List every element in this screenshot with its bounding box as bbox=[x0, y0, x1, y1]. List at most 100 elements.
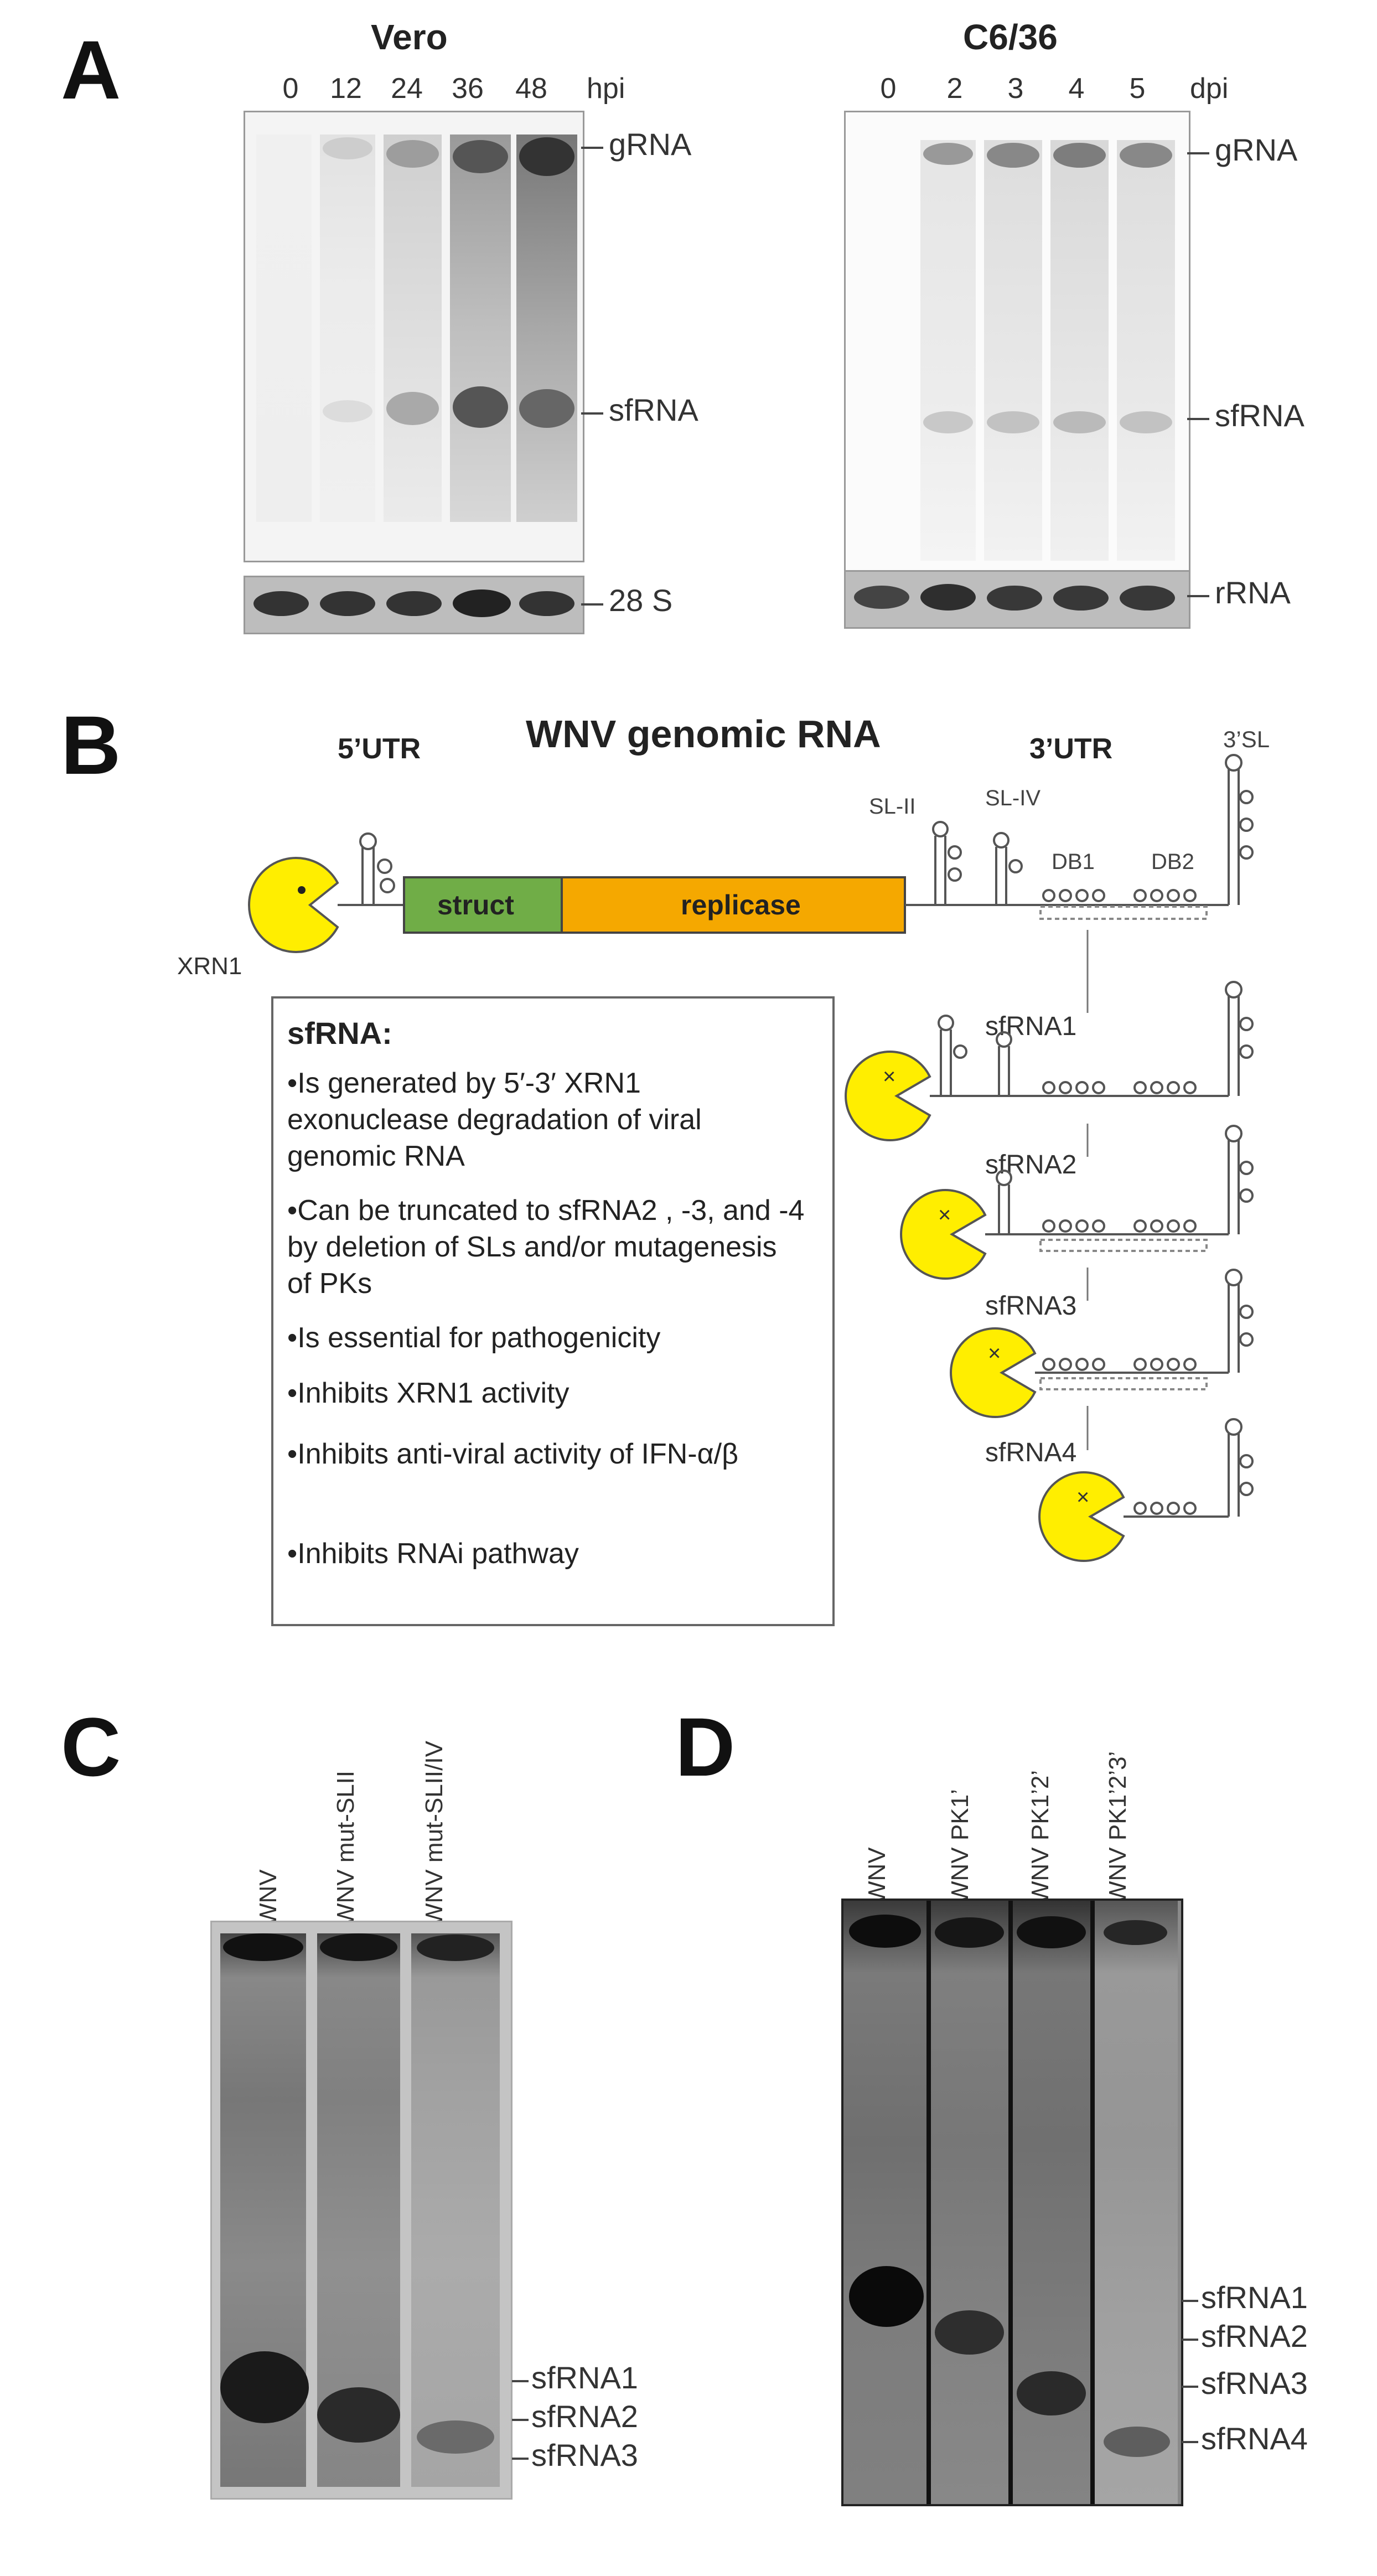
vero-grna-label: gRNA bbox=[609, 127, 692, 162]
c636-lane-smear bbox=[920, 140, 976, 561]
panel-d-lane bbox=[843, 1901, 926, 2504]
panel-d-gel bbox=[841, 1899, 1183, 2506]
lane-divider bbox=[1008, 1901, 1013, 2504]
info-bullet: •Inhibits anti-viral activity of IFN-α/β bbox=[287, 1438, 739, 1470]
sfrna1-structure: × bbox=[845, 981, 1254, 1141]
vero-lane-smear bbox=[450, 135, 511, 522]
info-title: sfRNA: bbox=[287, 1016, 392, 1051]
panel-d-top-band bbox=[849, 1915, 921, 1948]
panel-c-sfrna1-band bbox=[220, 2351, 309, 2423]
svg-text:×: × bbox=[883, 1064, 895, 1089]
c636-sfrna-band bbox=[1053, 411, 1106, 433]
c636-sfrna-band bbox=[987, 411, 1039, 433]
c636-grna-band bbox=[987, 143, 1039, 168]
c636-lane-smear bbox=[984, 140, 1042, 561]
lane-divider bbox=[1090, 1901, 1095, 2504]
panel-d-sfrna1-band bbox=[849, 2266, 924, 2327]
panel-c-sfrna3-label: sfRNA3 bbox=[531, 2438, 638, 2472]
c636-timepoint: 0 bbox=[880, 73, 897, 105]
info-bullet: •Is essential for pathogenicity bbox=[287, 1322, 661, 1354]
panel-c-sfrna2-tick bbox=[512, 2419, 529, 2421]
panel-d-sfrna1-tick bbox=[1182, 2300, 1198, 2302]
xrn1-label: XRN1 bbox=[177, 953, 242, 980]
svg-text:×: × bbox=[938, 1203, 951, 1227]
vero-sfrna-tick bbox=[581, 412, 603, 415]
sl3-label: 3’SL bbox=[1223, 726, 1270, 752]
panel-d-lane-label: WNV PK1’2’ bbox=[1027, 1770, 1054, 1904]
sl4-structure bbox=[993, 832, 1023, 905]
vero-grna-band bbox=[519, 137, 574, 176]
c636-grna-band bbox=[1120, 143, 1172, 168]
panel-d-lane-label: WNV PK1’ bbox=[946, 1789, 974, 1904]
c636-grna-label: gRNA bbox=[1215, 132, 1298, 167]
vero-timepoint: 12 bbox=[330, 73, 362, 105]
panel-c-lane-label: WNV mut-SLII bbox=[332, 1770, 359, 1926]
panel-d-sfrna2-band bbox=[935, 2310, 1004, 2355]
c636-timepoint: 3 bbox=[1007, 73, 1024, 105]
vero-sfrna-band bbox=[386, 392, 439, 425]
utr5-label: 5’UTR bbox=[338, 733, 421, 765]
vero-sfrna-label: sfRNA bbox=[609, 392, 698, 427]
c636-sfrna-band bbox=[1120, 411, 1172, 433]
sfrna3-structure: × bbox=[950, 1269, 1254, 1418]
c636-grna-tick bbox=[1187, 152, 1209, 154]
loading-band bbox=[253, 591, 309, 616]
panel-d-lane bbox=[931, 1901, 1008, 2504]
panel-c-top-band bbox=[223, 1933, 303, 1961]
xrn1-pacman-icon bbox=[248, 857, 339, 953]
utr5-loop bbox=[359, 832, 377, 850]
c636-loading-control bbox=[844, 570, 1190, 629]
replicase-label: replicase bbox=[681, 889, 801, 920]
c636-rrna-tick bbox=[1187, 595, 1209, 597]
sfrna4-structure: × bbox=[1038, 1418, 1254, 1562]
vero-grna-band bbox=[323, 137, 372, 159]
loading-band bbox=[1120, 586, 1175, 611]
vero-grna-band bbox=[453, 140, 508, 173]
vero-28s-tick bbox=[581, 603, 603, 606]
c636-sfrna-label: sfRNA bbox=[1215, 398, 1304, 433]
loading-band bbox=[920, 584, 976, 611]
sl2-structure bbox=[932, 821, 962, 905]
struct-label: struct bbox=[437, 889, 514, 920]
panel-d-lane bbox=[1095, 1901, 1178, 2504]
db-structures bbox=[1039, 889, 1208, 920]
utr3-label: 3’UTR bbox=[1029, 733, 1112, 765]
panel-d-sfrna4-label: sfRNA4 bbox=[1201, 2421, 1308, 2456]
vero-grna-tick bbox=[581, 147, 603, 149]
c636-northern-blot bbox=[844, 111, 1190, 601]
panel-c-lane-label: WNV bbox=[255, 1869, 282, 1926]
panel-c-top-band bbox=[417, 1934, 494, 1961]
panel-d-sfrna1-label: sfRNA1 bbox=[1201, 2280, 1308, 2315]
loading-band bbox=[453, 589, 511, 617]
panel-letter-a: A bbox=[61, 23, 121, 116]
sfrna3-label: sfRNA3 bbox=[985, 1291, 1076, 1321]
utr5-loop bbox=[377, 858, 392, 874]
vero-title: Vero bbox=[371, 17, 448, 57]
panel-c-gel bbox=[210, 1921, 513, 2500]
c636-lane-smear bbox=[1117, 140, 1175, 561]
sfrna2-label: sfRNA2 bbox=[985, 1150, 1076, 1180]
c636-grna-band bbox=[1053, 143, 1106, 168]
genome-diagram: 5’UTR WNV genomic RNA 3’UTR 3’SL SL-II S… bbox=[177, 712, 1270, 1562]
sl2-label: SL-II bbox=[869, 794, 915, 819]
loading-band bbox=[987, 586, 1042, 611]
sl3-structure bbox=[1225, 754, 1254, 905]
db2-label: DB2 bbox=[1151, 850, 1194, 874]
vero-northern-blot bbox=[244, 111, 584, 562]
vero-lane-smear bbox=[384, 135, 442, 522]
panel-letter-c: C bbox=[61, 1700, 121, 1793]
vero-sfrna-band bbox=[519, 389, 574, 428]
vero-lane-smear bbox=[516, 135, 577, 522]
vero-unit: hpi bbox=[587, 73, 625, 105]
vero-timepoint: 24 bbox=[391, 73, 423, 105]
db1-label: DB1 bbox=[1052, 850, 1095, 874]
panel-d-sfrna2-label: sfRNA2 bbox=[1201, 2319, 1308, 2353]
panel-d-top-band bbox=[935, 1917, 1004, 1948]
panel-d-sfrna3-tick bbox=[1182, 2386, 1198, 2388]
panel-c-sfrna3-band bbox=[417, 2420, 494, 2454]
vero-sfrna-band bbox=[453, 386, 508, 428]
panel-letter-d: D bbox=[675, 1700, 736, 1793]
panel-c-top-band bbox=[320, 1933, 397, 1961]
c636-title: C6/36 bbox=[963, 17, 1058, 57]
sl4-label: SL-IV bbox=[985, 786, 1040, 810]
